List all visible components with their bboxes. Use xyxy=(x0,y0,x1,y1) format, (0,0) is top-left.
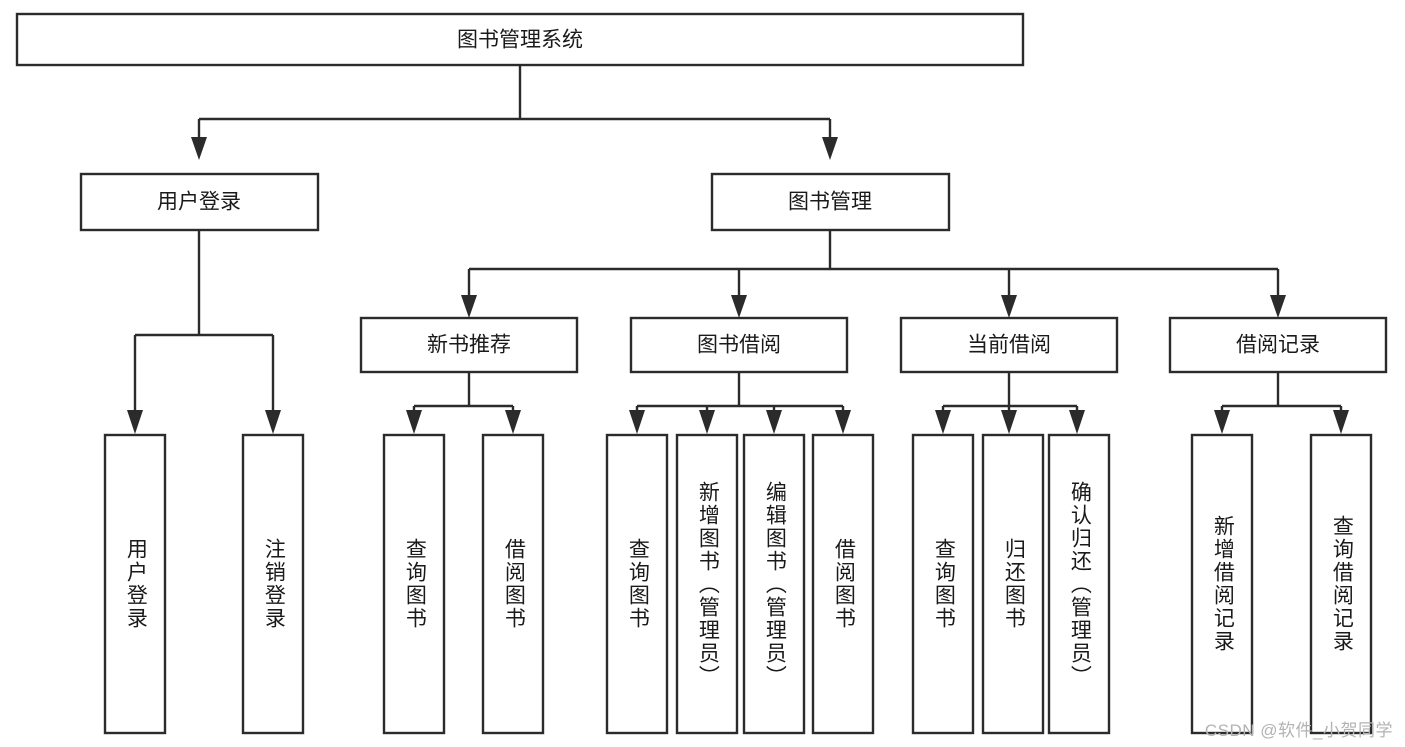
current-borrow-box[interactable] xyxy=(899,316,1119,374)
borrow-record-label: 借阅记录 xyxy=(1236,334,1320,357)
borrow-record-box[interactable] xyxy=(1168,316,1388,374)
leaf-query-book-3-box[interactable] xyxy=(911,433,975,735)
arrow-leaf-add-record xyxy=(1214,410,1230,434)
arrow-leaf-confirm-return xyxy=(1069,410,1085,434)
arrow-leaf-return-book xyxy=(1001,410,1017,434)
connector-borrow-record-to-leaves xyxy=(1214,372,1349,434)
new-book-rec-box[interactable] xyxy=(359,316,579,374)
book-manage-label: 图书管理 xyxy=(788,191,872,214)
root-box[interactable] xyxy=(15,12,1025,67)
arrow-leaf-query-book-2 xyxy=(629,410,645,434)
node-book-manage[interactable]: 图书管理 xyxy=(710,172,951,232)
book-borrow-box[interactable] xyxy=(629,316,849,374)
book-manage-box[interactable] xyxy=(710,172,951,232)
leaf-add-book-box[interactable] xyxy=(675,433,739,735)
node-current-borrow[interactable]: 当前借阅 xyxy=(899,316,1119,374)
node-book-borrow[interactable]: 图书借阅 xyxy=(629,316,849,374)
node-root[interactable]: 图书管理系统 xyxy=(15,12,1025,67)
leaf-user-login-box[interactable] xyxy=(103,433,167,735)
node-new-book-rec[interactable]: 新书推荐 xyxy=(359,316,579,374)
arrow-leaf-query-record xyxy=(1333,410,1349,434)
leaf-borrow-book-1-box[interactable] xyxy=(481,433,545,735)
watermark-text: CSDN @软件_小贺同学 xyxy=(1204,721,1393,740)
connector-book-manage-to-level3 xyxy=(461,230,1286,318)
arrow-leaf-user-login xyxy=(127,410,143,434)
arrow-new-book-rec xyxy=(461,295,477,318)
arrow-leaf-query-book-3 xyxy=(935,410,951,434)
arrow-book-manage xyxy=(822,137,838,160)
arrow-leaf-borrow-book-2 xyxy=(835,410,851,434)
arrow-leaf-add-book xyxy=(699,410,715,434)
arrow-leaf-query-book-1 xyxy=(406,410,422,434)
arrow-book-borrow xyxy=(731,295,747,318)
connector-new-book-rec-to-leaves xyxy=(406,372,521,434)
arrow-current-borrow xyxy=(1001,295,1017,318)
arrow-borrow-record xyxy=(1270,295,1286,318)
arrow-leaf-edit-book xyxy=(766,410,782,434)
arrow-user-login xyxy=(191,137,207,160)
leaf-borrow-book-2-box[interactable] xyxy=(811,433,875,735)
leaf-query-record-box[interactable] xyxy=(1309,433,1373,735)
root-label: 图书管理系统 xyxy=(457,29,583,52)
connector-root-to-level2 xyxy=(191,65,838,160)
node-user-login[interactable]: 用户登录 xyxy=(79,172,320,232)
leaf-query-book-1-box[interactable] xyxy=(382,433,446,735)
arrow-leaf-borrow-book-1 xyxy=(505,410,521,434)
current-borrow-label: 当前借阅 xyxy=(967,334,1051,357)
leaf-edit-book-box[interactable] xyxy=(742,433,806,735)
leaf-return-book-box[interactable] xyxy=(981,433,1045,735)
arrow-leaf-logout xyxy=(265,410,281,434)
leaf-add-record-box[interactable] xyxy=(1190,433,1254,735)
user-login-label: 用户登录 xyxy=(157,191,241,214)
book-borrow-label: 图书借阅 xyxy=(697,334,781,357)
connector-book-borrow-to-leaves xyxy=(629,372,851,434)
leaf-logout-box[interactable] xyxy=(241,433,305,735)
connector-current-borrow-to-leaves xyxy=(935,372,1085,434)
connector-user-login-to-leaves xyxy=(127,230,281,434)
new-book-rec-label: 新书推荐 xyxy=(427,334,511,357)
node-borrow-record[interactable]: 借阅记录 xyxy=(1168,316,1388,374)
leaf-query-book-2-box[interactable] xyxy=(605,433,669,735)
leaf-confirm-return-box[interactable] xyxy=(1047,433,1111,735)
